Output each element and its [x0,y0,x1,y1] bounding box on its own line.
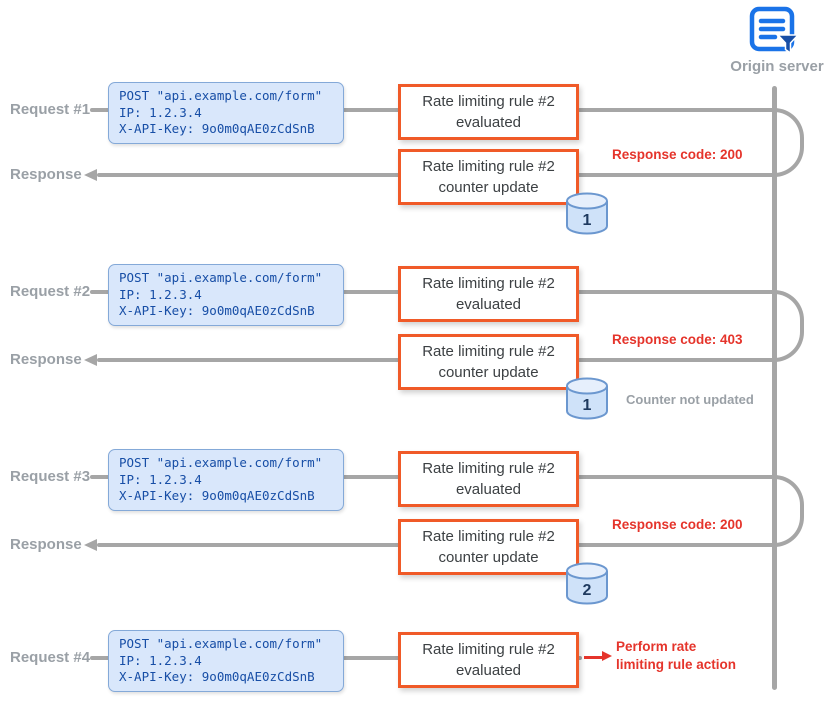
rule-box-line1: Rate limiting rule #2 [422,460,555,477]
processing-arc-2 [774,290,804,362]
origin-server-icon [749,6,800,55]
rule-box-line2: evaluated [455,662,522,679]
request-method-line: POST "api.example.com/form" [119,270,323,285]
request-4-card: POST "api.example.com/form" IP: 1.2.3.4 … [108,630,344,692]
request-apikey-line: X-API-Key: 9o0m0qAE0zCdSnB [119,303,315,318]
rule-box-line1: Rate limiting rule #2 [422,528,555,545]
rule-evaluated-box-1: Rate limiting rule #2 evaluated [398,84,579,140]
rule-box-line1: Rate limiting rule #2 [422,275,555,292]
request-2-label: Request #2 [10,283,91,300]
request-3-label: Request #3 [10,468,91,485]
counter-value-3: 2 [583,582,592,599]
rule-action-line1: Perform rate [616,639,697,654]
blocked-action-line [584,656,604,659]
rule-box-line2: evaluated [455,481,522,498]
request-apikey-line: X-API-Key: 9o0m0qAE0zCdSnB [119,669,315,684]
response-1-label: Response [10,166,82,183]
request-ip-line: IP: 1.2.3.4 [119,471,202,487]
request-1-label: Request #1 [10,101,91,118]
request-method-line: POST "api.example.com/form" [119,88,323,103]
request-3-card: POST "api.example.com/form" IP: 1.2.3.4 … [108,449,344,511]
counter-database-icon-3: 2 [566,562,608,605]
origin-server-label: Origin server [730,58,824,75]
counter-value-2: 1 [583,397,592,414]
rule-box-line2: counter update [438,364,539,381]
rule-box-line2: evaluated [455,296,522,313]
response-3-label: Response [10,536,82,553]
rule-counter-update-box-1: Rate limiting rule #2 counter update [398,149,579,205]
counter-database-icon-2: 1 [566,377,608,420]
response-1-status-text: Response code: 200 [612,147,743,162]
counter-note-text: Counter not updated [626,392,754,407]
response-3-status-text: Response code: 200 [612,517,743,532]
rule-box-line2: counter update [438,179,539,196]
response-2-arrowhead-icon [84,354,97,366]
request-2-card: POST "api.example.com/form" IP: 1.2.3.4 … [108,264,344,326]
rule-box-line2: evaluated [455,114,522,131]
request-ip-line: IP: 1.2.3.4 [119,652,202,668]
request-ip-line: IP: 1.2.3.4 [119,286,202,302]
blocked-action-arrowhead-icon [602,651,612,661]
processing-arc-3 [774,475,804,547]
response-2-status-text: Response code: 403 [612,332,743,347]
processing-arc-1 [774,108,804,177]
rule-box-line1: Rate limiting rule #2 [422,158,555,175]
request-4-label: Request #4 [10,649,91,666]
request-method-line: POST "api.example.com/form" [119,455,323,470]
response-2-label: Response [10,351,82,368]
rule-counter-update-box-3: Rate limiting rule #2 counter update [398,519,579,575]
response-3-arrowhead-icon [84,539,97,551]
response-1-arrowhead-icon [84,169,97,181]
request-apikey-line: X-API-Key: 9o0m0qAE0zCdSnB [119,488,315,503]
origin-lifeline [772,86,777,690]
rule-evaluated-box-4: Rate limiting rule #2 evaluated [398,632,579,688]
rule-evaluated-box-3: Rate limiting rule #2 evaluated [398,451,579,507]
rule-box-line1: Rate limiting rule #2 [422,343,555,360]
rule-counter-update-box-2: Rate limiting rule #2 counter update [398,334,579,390]
rule-box-line2: counter update [438,549,539,566]
counter-value-1: 1 [583,212,592,229]
counter-database-icon-1: 1 [566,192,608,235]
request-method-line: POST "api.example.com/form" [119,636,323,651]
rule-action-line2: limiting rule action [616,656,737,672]
rule-evaluated-box-2: Rate limiting rule #2 evaluated [398,266,579,322]
request-ip-line: IP: 1.2.3.4 [119,104,202,120]
request-apikey-line: X-API-Key: 9o0m0qAE0zCdSnB [119,121,315,136]
rule-box-line1: Rate limiting rule #2 [422,641,555,658]
rule-action-text: Perform rate limiting rule action [616,638,776,673]
rule-box-line1: Rate limiting rule #2 [422,93,555,110]
request-1-card: POST "api.example.com/form" IP: 1.2.3.4 … [108,82,344,144]
